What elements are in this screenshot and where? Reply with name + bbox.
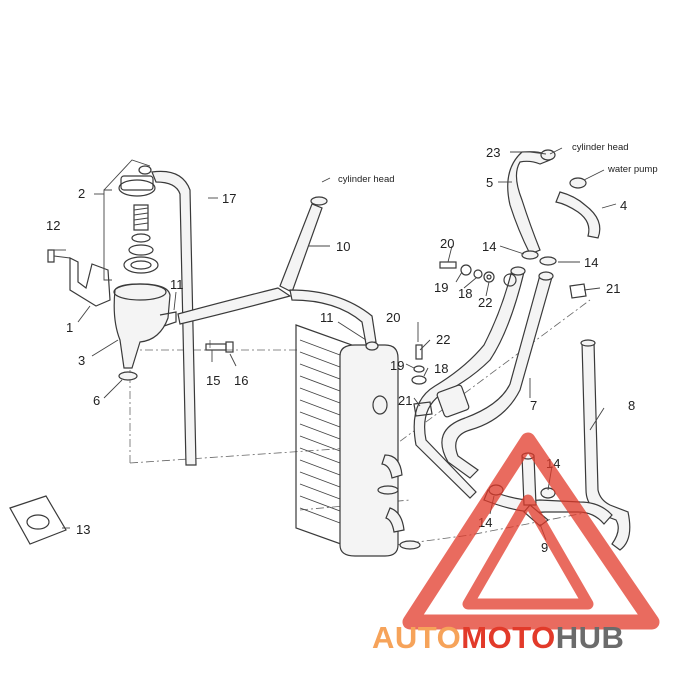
callout-11b: 11 — [320, 310, 334, 325]
hose-10 — [177, 196, 377, 345]
callout-15: 15 — [206, 373, 220, 388]
watermark-text-auto: AUTO — [372, 620, 461, 655]
hose-5 — [507, 149, 556, 255]
callout-6: 6 — [93, 393, 100, 408]
callout-21a: 21 — [606, 281, 620, 296]
callouts: 1 2 3 4 5 6 7 8 9 10 11 11 12 13 14 14 1… — [46, 145, 635, 555]
callout-12: 12 — [46, 218, 60, 233]
hose-17 — [151, 170, 197, 466]
callout-3: 3 — [78, 353, 85, 368]
callout-20b: 20 — [386, 310, 400, 325]
callout-11a: 11 — [170, 277, 184, 292]
callout-23: 23 — [486, 145, 500, 160]
label-cylinder-head-upper: cylinder head — [572, 142, 629, 153]
callout-17: 17 — [222, 191, 236, 206]
callout-5: 5 — [486, 175, 493, 190]
watermark-triangle-outer — [402, 432, 660, 630]
callout-22a: 22 — [478, 295, 492, 310]
callout-16: 16 — [234, 373, 248, 388]
callout-22b: 22 — [436, 332, 450, 347]
text-labels: cylinder head cylinder head water pump — [338, 142, 658, 185]
callout-19a: 19 — [434, 280, 448, 295]
callout-18a: 18 — [458, 286, 472, 301]
fasteners — [411, 250, 587, 417]
watermark-text: AUTOMOTOHUB — [372, 620, 624, 655]
callout-14b: 14 — [584, 255, 598, 270]
hose-7 — [413, 266, 554, 499]
callout-18b: 18 — [434, 361, 448, 376]
callout-20a: 20 — [440, 236, 454, 251]
radiator — [295, 324, 421, 557]
callout-2: 2 — [78, 186, 85, 201]
callout-8: 8 — [628, 398, 635, 413]
label-water-pump: water pump — [607, 164, 658, 175]
callout-4: 4 — [620, 198, 627, 213]
hose-4 — [555, 177, 601, 239]
watermark: AUTOMOTOHUB — [372, 432, 660, 655]
clip-13 — [9, 495, 67, 545]
callout-10: 10 — [336, 239, 350, 254]
watermark-text-moto: MOTO — [461, 620, 555, 655]
callout-19b: 19 — [390, 358, 404, 373]
screw-15-16 — [205, 341, 234, 353]
callout-7: 7 — [530, 398, 537, 413]
watermark-text-hub: HUB — [556, 620, 625, 655]
callout-21b: 21 — [398, 393, 412, 408]
watermark-triangle-inner — [462, 494, 594, 610]
label-cylinder-head-radiator-hose: cylinder head — [338, 174, 395, 185]
callout-13: 13 — [76, 522, 90, 537]
callout-14a: 14 — [482, 239, 496, 254]
leader-lines — [52, 147, 617, 541]
callout-9: 9 — [541, 540, 548, 555]
callout-1: 1 — [66, 320, 73, 335]
expansion-tank-assembly — [47, 165, 177, 381]
